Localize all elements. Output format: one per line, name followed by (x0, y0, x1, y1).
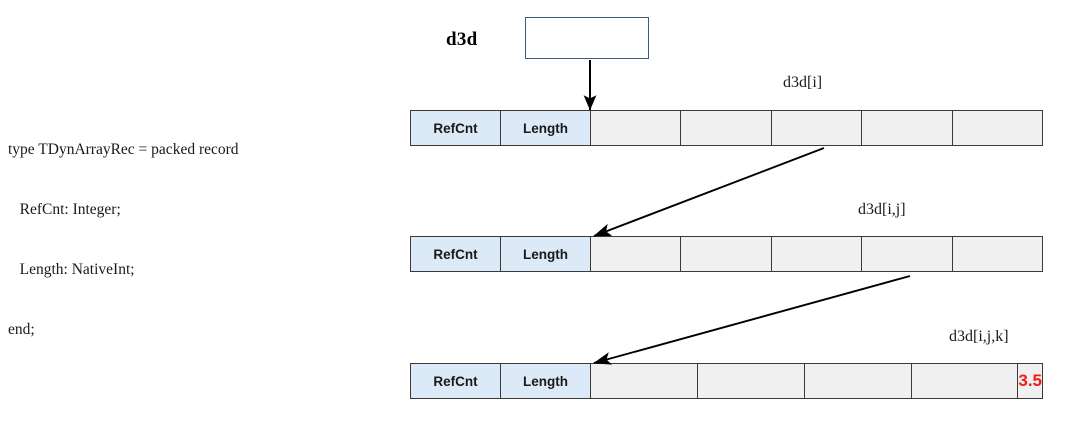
cell-length: Length (501, 111, 591, 145)
cell-slot (681, 237, 772, 271)
arrow-row1-to-row2 (593, 147, 825, 237)
cell-slot (591, 237, 682, 271)
cell-slot (681, 111, 772, 145)
cell-refcnt: RefCnt (411, 237, 501, 271)
cell-length: Length (501, 237, 591, 271)
row-caption-d3d-i-j-k: d3d[i,j,k] (949, 328, 1009, 345)
cell-refcnt: RefCnt (411, 364, 501, 398)
cell-length: Length (501, 364, 591, 398)
row-caption-d3d-i: d3d[i] (783, 74, 823, 91)
array-row-d3d-i-j: RefCnt Length (410, 236, 1043, 272)
array-row-d3d-i-j-k: RefCnt Length 3.5 (410, 363, 1043, 399)
cell-slot (591, 111, 682, 145)
arrow-row2-to-row3 (593, 275, 911, 365)
array-row-d3d-i: RefCnt Length (410, 110, 1043, 146)
cell-slot (862, 237, 953, 271)
cell-slot (771, 237, 863, 271)
code-line: end; (8, 321, 35, 338)
cell-slot (804, 364, 912, 398)
d3d-variable-label: d3d (446, 29, 478, 50)
cell-slot (862, 111, 953, 145)
cell-value-3-5: 3.5 (1018, 364, 1043, 398)
row-caption-d3d-i-j: d3d[i,j] (858, 201, 906, 218)
code-line: RefCnt: Integer; (8, 201, 121, 218)
code-line: type TDynArrayRec = packed record (8, 141, 239, 158)
cell-slot (952, 111, 1043, 145)
d3d-pointer-box (525, 17, 649, 59)
cell-slot (591, 364, 698, 398)
record-declaration-code: type TDynArrayRec = packed record RefCnt… (8, 100, 239, 380)
cell-slot (771, 111, 863, 145)
cell-refcnt: RefCnt (411, 111, 501, 145)
cell-slot (911, 364, 1019, 398)
cell-slot (697, 364, 805, 398)
cell-slot (952, 237, 1043, 271)
code-line: Length: NativeInt; (8, 261, 135, 278)
